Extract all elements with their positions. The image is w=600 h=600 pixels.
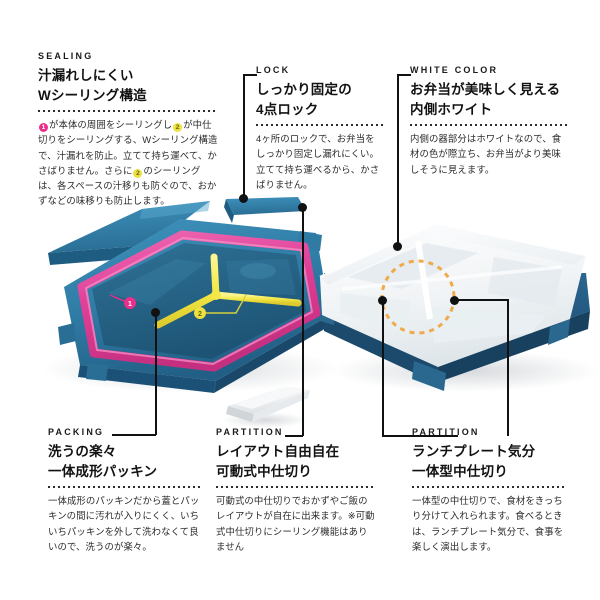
lock-tab-front bbox=[86, 363, 108, 381]
partition-movable-body: 可動式の中仕切りでおかずやご飯のレイアウトが自在に出来ます。※可動式中仕切りにシ… bbox=[216, 495, 375, 552]
compartment-back-left bbox=[348, 243, 478, 289]
sealing-heading-line2: Wシーリング構造 bbox=[38, 87, 147, 103]
lock-leader-top bbox=[243, 74, 257, 76]
lid-back-flap bbox=[48, 201, 210, 265]
yellow-partition-seal bbox=[154, 253, 302, 329]
compartment-front-right bbox=[430, 307, 546, 343]
white-color-heading-line2: 内側ホワイト bbox=[410, 101, 493, 117]
partition-movable-leader-bottom bbox=[285, 435, 303, 437]
marker-badge-1-label: 1 bbox=[128, 301, 132, 308]
sealing-heading-line1: 汁漏れしにくい bbox=[38, 68, 134, 83]
partition-unibody-heading-line1: ランチプレート気分 bbox=[412, 444, 536, 459]
white-color-eyebrow: WHITE COLOR bbox=[410, 65, 499, 75]
packing-heading-line2: 一体成形パッキン bbox=[48, 463, 158, 479]
feature-block-lock: LOCK しっかり固定の 4点ロック 4ヶ所のロックで、お弁当をしっかり固定し漏… bbox=[256, 66, 384, 192]
white-color-heading-line1: お弁当が美味しく見える bbox=[410, 82, 561, 97]
unibody-rim-elbow-v bbox=[507, 299, 509, 436]
partition-unibody-body: 一体型の中仕切りで、食材をきっちり分けて入れられます。食べるときは、ランチプレー… bbox=[412, 495, 564, 552]
partition-movable-heading-line2: 可動式中仕切り bbox=[216, 463, 312, 479]
partition-unibody-leader-dot bbox=[378, 296, 387, 305]
lock-heading-line2: 4点ロック bbox=[256, 101, 319, 117]
white-leader-vertical bbox=[397, 74, 399, 247]
lock-leader-dot bbox=[239, 194, 248, 203]
packing-heading-line1: 洗うの楽々 bbox=[48, 444, 117, 459]
right-product-tray bbox=[319, 221, 590, 391]
white-color-divider bbox=[410, 124, 570, 127]
lock-tab-left bbox=[58, 323, 76, 345]
white-leader-dot bbox=[393, 242, 402, 251]
lock-heading-line1: しっかり固定の bbox=[256, 82, 352, 97]
partition-unibody-leader-bottom bbox=[382, 435, 458, 437]
feature-block-partition-unibody: PARTITION ランチプレート気分 一体型中仕切り 一体型の中仕切りで、食材… bbox=[412, 428, 567, 554]
packing-leader-vertical bbox=[155, 313, 157, 435]
sealing-body-mid: が本体の周囲をシーリングし bbox=[49, 119, 173, 131]
partition-movable-leader-dot bbox=[298, 203, 307, 212]
pink-gasket-ring bbox=[77, 230, 321, 372]
partition-unibody-leader-vertical bbox=[382, 301, 384, 436]
sealing-inline-badge-2: 2 bbox=[173, 123, 183, 133]
white-color-body: 内側の器部分はホワイトなので、食材の色が際立ち、お弁当がより美味しそうに見えます… bbox=[410, 133, 562, 175]
lid-side-flap bbox=[224, 197, 306, 223]
lock-eyebrow: LOCK bbox=[256, 65, 291, 75]
partition-unibody-divider bbox=[412, 486, 567, 489]
removable-white-divider bbox=[226, 386, 310, 422]
sealing-body-after: が中仕切りをシーリングする、Wシーリング構造で、汁漏れを防止。立てて持ち運べて、… bbox=[38, 119, 218, 176]
unibody-rim-elbow-h bbox=[458, 299, 508, 301]
partition-unibody-eyebrow: PARTITION bbox=[412, 427, 480, 437]
base-lock-tab-front bbox=[412, 361, 446, 391]
white-leader-top bbox=[397, 74, 411, 76]
sealing-body-tail: のシーリングは、各スペースの汁移りも防ぐので、おかずなどの味移りも防止します。 bbox=[38, 164, 217, 207]
marker-badge-2: 2 bbox=[194, 294, 247, 319]
packing-body: 一体成形のパッキンだから蓋とパッキンの間に汚れが入りにくく、いちいちパッキンを外… bbox=[48, 495, 200, 552]
partition-movable-heading-line1: レイアウト自由自在 bbox=[216, 444, 340, 459]
feature-block-packing: PACKING 洗うの楽々 一体成形パッキン 一体成形のパッキンだから蓋とパッキ… bbox=[48, 428, 200, 554]
marker-badge-1: 1 bbox=[109, 294, 136, 309]
lock-body: 4ヶ所のロックで、お弁当をしっかり固定し漏れにくい。立てて持ち運べるから、かさば… bbox=[256, 133, 380, 190]
lock-leader-vertical bbox=[243, 74, 245, 196]
sealing-eyebrow: SEALING bbox=[38, 51, 94, 61]
lock-divider bbox=[256, 124, 384, 127]
unibody-rim-dot bbox=[450, 296, 459, 305]
sealing-divider bbox=[38, 110, 218, 113]
sealing-inline-badge-2b: 2 bbox=[133, 168, 143, 178]
unibody-divider-horizontal bbox=[341, 265, 563, 291]
partition-movable-leader-vertical bbox=[302, 208, 304, 436]
partition-movable-eyebrow: PARTITION bbox=[216, 427, 284, 437]
compartment-front-left bbox=[340, 293, 410, 335]
packing-leader-dot bbox=[151, 308, 160, 317]
partition-unibody-heading-line2: 一体型中仕切り bbox=[412, 463, 508, 479]
packing-eyebrow: PACKING bbox=[48, 427, 105, 437]
feature-block-white-color: WHITE COLOR お弁当が美味しく見える 内側ホワイト 内側の器部分はホワ… bbox=[410, 66, 570, 177]
packing-divider bbox=[48, 486, 200, 489]
packing-leader-bottom bbox=[112, 434, 156, 436]
sealing-inline-badge-1: 1 bbox=[39, 123, 48, 133]
marker-badge-2-label: 2 bbox=[198, 311, 202, 318]
feature-block-partition-movable: PARTITION レイアウト自由自在 可動式中仕切り 可動式の中仕切りでおかず… bbox=[216, 428, 376, 554]
partition-movable-divider bbox=[216, 486, 376, 489]
base-lock-tab-right bbox=[548, 319, 570, 345]
